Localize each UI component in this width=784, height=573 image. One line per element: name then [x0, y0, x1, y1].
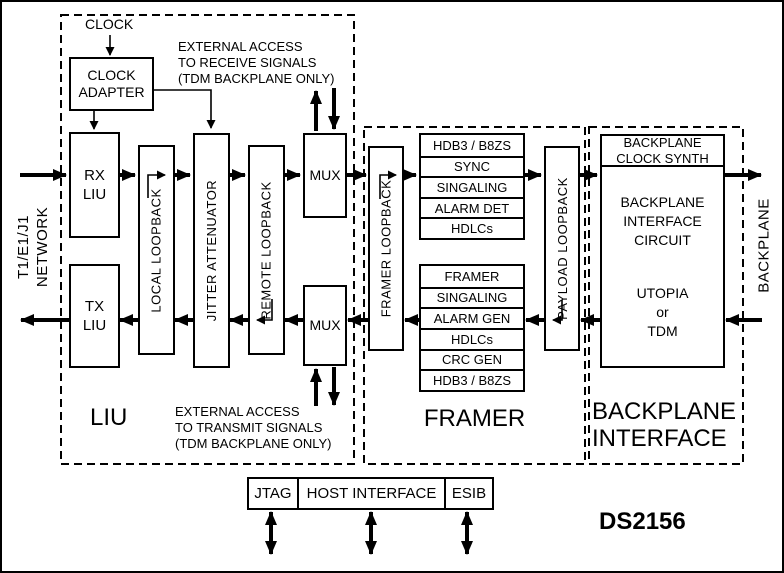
- framer-block-signaling-tx: SINGALING: [421, 286, 523, 308]
- mux-top-box: MUX: [303, 133, 347, 218]
- framer-block-alarm-gen: ALARM GEN: [421, 307, 523, 328]
- jitter-attenuator-label: JITTER ATTENUATOR: [204, 179, 219, 322]
- backplane-mode-label: UTOPIA or TDM: [636, 284, 689, 339]
- jtag-box: JTAG: [247, 477, 299, 510]
- network-side-label: T1/E1/J1 NETWORK: [15, 206, 51, 288]
- framer-block-framer: FRAMER: [444, 268, 500, 284]
- backplane-clock-synth-box: BACKPLANE CLOCK SYNTH: [600, 134, 725, 167]
- payload-loopback-label: PAYLOAD LOOPBACK: [554, 177, 570, 320]
- host-interface-label: HOST INTERFACE: [306, 485, 437, 502]
- framer-receive-stack: HDB3 / B8ZS SYNC SINGALING ALARM DET HDL…: [419, 133, 525, 240]
- backplane-clock-synth-label: BACKPLANE CLOCK SYNTH: [616, 134, 709, 166]
- tx-liu-label: TX LIU: [82, 298, 107, 334]
- backplane-section-label: BACKPLANE INTERFACE: [592, 398, 737, 452]
- framer-section-label: FRAMER: [423, 405, 526, 432]
- clock-adapter-box: CLOCK ADAPTER: [69, 57, 154, 111]
- clock-adapter-label: CLOCK ADAPTER: [78, 67, 145, 100]
- framer-transmit-stack: FRAMER SINGALING ALARM GEN HDLCs CRC GEN…: [419, 264, 525, 392]
- mux-top-label: MUX: [309, 167, 341, 183]
- mux-bottom-box: MUX: [303, 285, 347, 366]
- framer-block-sync: SYNC: [421, 155, 523, 177]
- framer-block-hdlcs-rx: HDLCs: [421, 217, 523, 238]
- external-transmit-note: EXTERNAL ACCESS TO TRANSMIT SIGNALS (TDM…: [175, 404, 332, 451]
- framer-block-hdb3-b8zs-rx: HDB3 / B8ZS: [432, 137, 512, 153]
- framer-block-alarm-det: ALARM DET: [421, 196, 523, 218]
- jitter-attenuator-box: JITTER ATTENUATOR: [193, 133, 230, 368]
- rx-liu-box: RX LIU: [69, 132, 120, 238]
- esib-label: ESIB: [451, 485, 487, 502]
- framer-block-hdb3-b8zs-tx: HDB3 / B8ZS: [421, 369, 523, 390]
- clock-label: CLOCK: [85, 16, 134, 32]
- esib-box: ESIB: [444, 477, 494, 510]
- framer-loopback-box: FRAMER LOOPBACK: [368, 146, 404, 351]
- external-receive-note: EXTERNAL ACCESS TO RECEIVE SIGNALS (TDM …: [178, 39, 335, 86]
- host-interface-box: HOST INTERFACE: [297, 477, 446, 510]
- backplane-interface-circuit-box: BACKPLANE INTERFACE CIRCUIT UTOPIA or TD…: [600, 165, 725, 368]
- payload-loopback-box: PAYLOAD LOOPBACK: [544, 146, 580, 351]
- part-number: DS2156: [599, 508, 686, 535]
- rx-liu-label: RX LIU: [82, 167, 107, 203]
- tx-liu-box: TX LIU: [69, 264, 120, 368]
- backplane-side-label: BACKPLANE: [755, 198, 773, 293]
- remote-loopback-label: REMOTE LOOPBACK: [259, 180, 274, 320]
- mux-bottom-label: MUX: [309, 317, 341, 333]
- jtag-label: JTAG: [254, 485, 292, 502]
- framer-block-signaling-rx: SINGALING: [421, 176, 523, 197]
- framer-block-crc-gen: CRC GEN: [421, 348, 523, 370]
- local-loopback-box: LOCAL LOOPBACK: [138, 145, 175, 355]
- remote-loopback-box: REMOTE LOOPBACK: [248, 145, 285, 355]
- local-loopback-label: LOCAL LOOPBACK: [149, 187, 165, 313]
- adapter-to-jitter-attenuator-arrow: [154, 89, 216, 129]
- liu-section-label: LIU: [90, 404, 128, 431]
- backplane-circuit-label: BACKPLANE INTERFACE CIRCUIT: [620, 193, 705, 248]
- framer-loopback-label: FRAMER LOOPBACK: [378, 179, 394, 318]
- framer-block-hdlcs-tx: HDLCs: [421, 327, 523, 349]
